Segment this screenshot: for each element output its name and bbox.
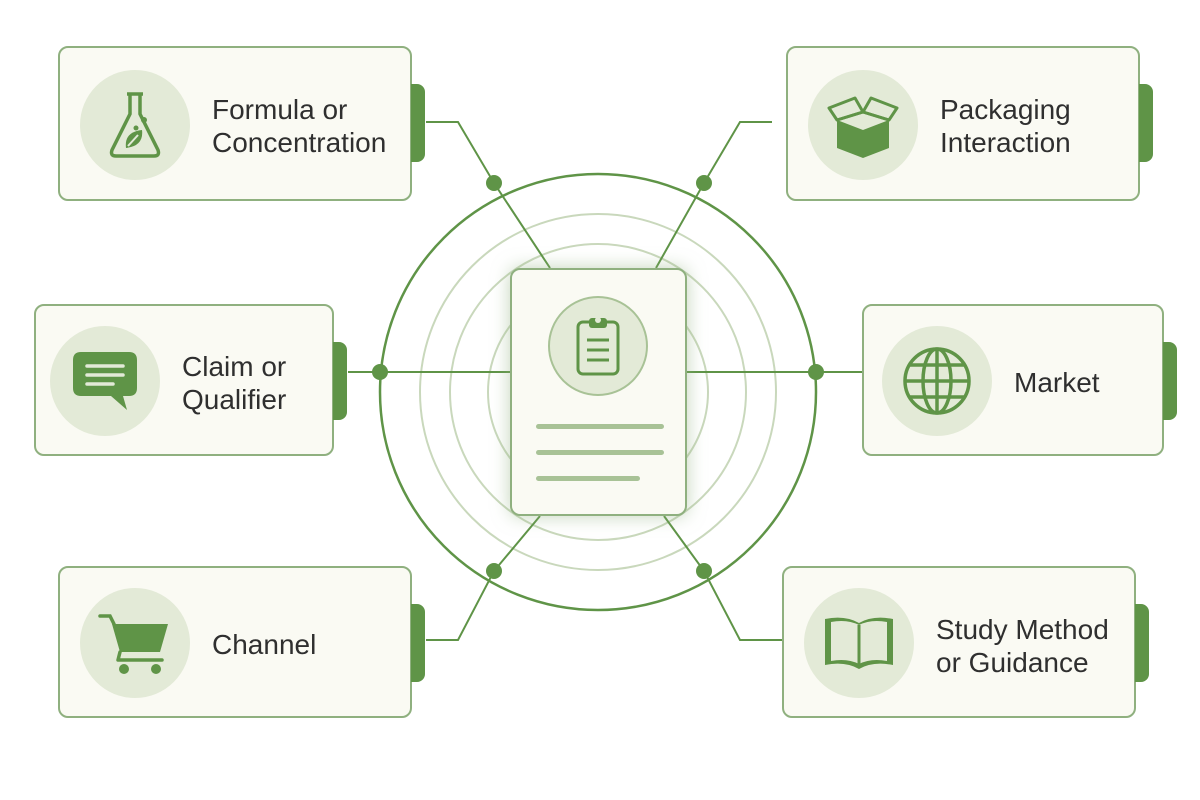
connector-formula: [426, 121, 551, 269]
icon-circle: [882, 326, 992, 436]
node-dot-packaging: [696, 175, 712, 191]
ring-outer: [378, 172, 818, 612]
card-label: Study Method or Guidance: [936, 614, 1109, 678]
card-tab: [1139, 84, 1153, 162]
connector-channel: [426, 515, 541, 641]
speech-bubble-icon: [73, 352, 137, 410]
card-claim: Claim or Qualifier: [34, 304, 347, 456]
card-label: Claim or Qualifier: [182, 351, 287, 415]
card-label: Formula or Concentration: [212, 94, 387, 158]
card-tab: [333, 342, 347, 420]
card-packaging: Packaging Interaction: [786, 46, 1153, 201]
ring-inner-2: [449, 243, 747, 541]
node-dot-market: [808, 364, 824, 380]
card-tab: [1163, 342, 1177, 420]
card-label: Channel: [212, 629, 317, 660]
connector-packaging: [655, 121, 772, 269]
icon-circle: [50, 326, 160, 436]
node-dot-channel: [486, 563, 502, 579]
text-line-2: [536, 450, 664, 455]
card-tab: [411, 604, 425, 682]
node-dot-formula: [486, 175, 502, 191]
node-dot-study: [696, 563, 712, 579]
card-market: Market: [862, 304, 1177, 456]
globe-icon: [903, 347, 971, 415]
icon-circle: [80, 70, 190, 180]
connector-study: [663, 515, 782, 641]
center-document-card: [510, 268, 687, 516]
text-line-3: [536, 476, 640, 481]
clipboard-icon: [576, 317, 620, 376]
icon-circle: [804, 588, 914, 698]
icon-circle: [80, 588, 190, 698]
card-label: Packaging Interaction: [940, 94, 1071, 158]
box-icon: [827, 96, 899, 158]
card-channel: Channel: [58, 566, 425, 718]
card-tab: [411, 84, 425, 162]
card-study: Study Method or Guidance: [782, 566, 1149, 718]
card-label: Market: [1014, 367, 1100, 398]
flask-leaf-icon: [109, 92, 161, 158]
center-icon-circle: [548, 296, 648, 396]
book-icon: [825, 617, 893, 669]
node-dot-claim: [372, 364, 388, 380]
cart-icon: [98, 614, 168, 674]
card-formula: Formula or Concentration: [58, 46, 425, 201]
ring-inner-3: [419, 213, 777, 571]
text-line-1: [536, 424, 664, 429]
card-tab: [1135, 604, 1149, 682]
icon-circle: [808, 70, 918, 180]
